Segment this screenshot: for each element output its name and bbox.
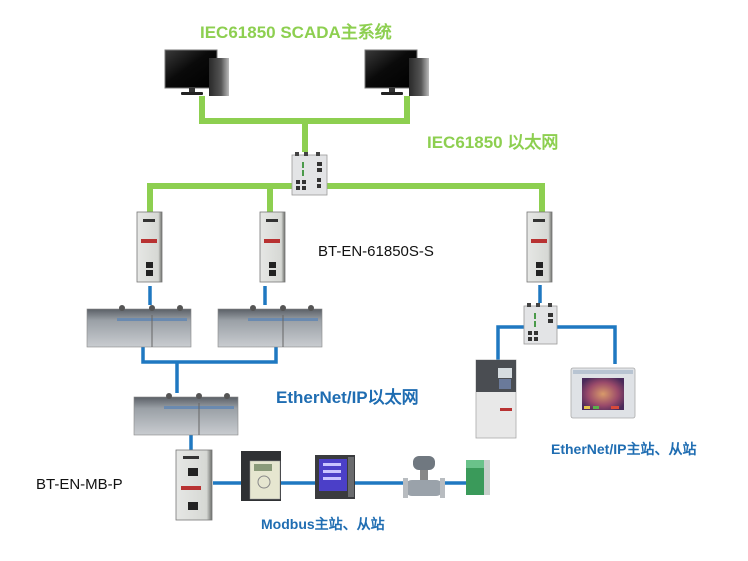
- core-switch[interactable]: [291, 152, 328, 196]
- plc-rack-3[interactable]: [133, 393, 239, 436]
- scada-workstation-2[interactable]: [364, 49, 429, 96]
- iec61850-network-label: IEC61850 以太网: [427, 133, 559, 152]
- pc-tower: [209, 58, 229, 96]
- gateway-61850-3[interactable]: [526, 211, 553, 283]
- gateway-modbus-label: BT-EN-MB-P: [36, 476, 123, 493]
- ethernet-ip-switch[interactable]: [523, 303, 558, 345]
- signal-isolator[interactable]: [466, 460, 490, 495]
- vfd-drive[interactable]: [475, 359, 517, 439]
- system-title: IEC61850 SCADA主系统: [200, 23, 392, 42]
- pc-tower: [409, 58, 429, 96]
- link-plc-bus: [141, 343, 278, 364]
- power-meter[interactable]: [315, 455, 355, 499]
- modbus-vfd[interactable]: [241, 451, 281, 501]
- iec61850-links: [147, 96, 545, 215]
- modbus-master-slave-label: Modbus主站、从站: [261, 516, 385, 532]
- ethernet-ip-network-label: EtherNet/IP以太网: [276, 388, 419, 407]
- gateway-modbus[interactable]: [175, 449, 213, 521]
- gateway-61850-label: BT-EN-61850S-S: [318, 243, 434, 260]
- link-pc1-bus: [199, 96, 410, 124]
- hmi-panel[interactable]: [570, 367, 636, 419]
- scada-workstation-1[interactable]: [164, 49, 229, 96]
- gateway-61850-2[interactable]: [259, 211, 286, 283]
- flow-meter[interactable]: [403, 456, 445, 498]
- plc-rack-1[interactable]: [86, 305, 192, 348]
- plc-rack-2[interactable]: [217, 305, 323, 348]
- gateway-61850-1[interactable]: [136, 211, 163, 283]
- link-core-switch-lower-bus: [147, 183, 545, 215]
- ethernet-ip-master-slave-label: EtherNet/IP主站、从站: [551, 441, 697, 457]
